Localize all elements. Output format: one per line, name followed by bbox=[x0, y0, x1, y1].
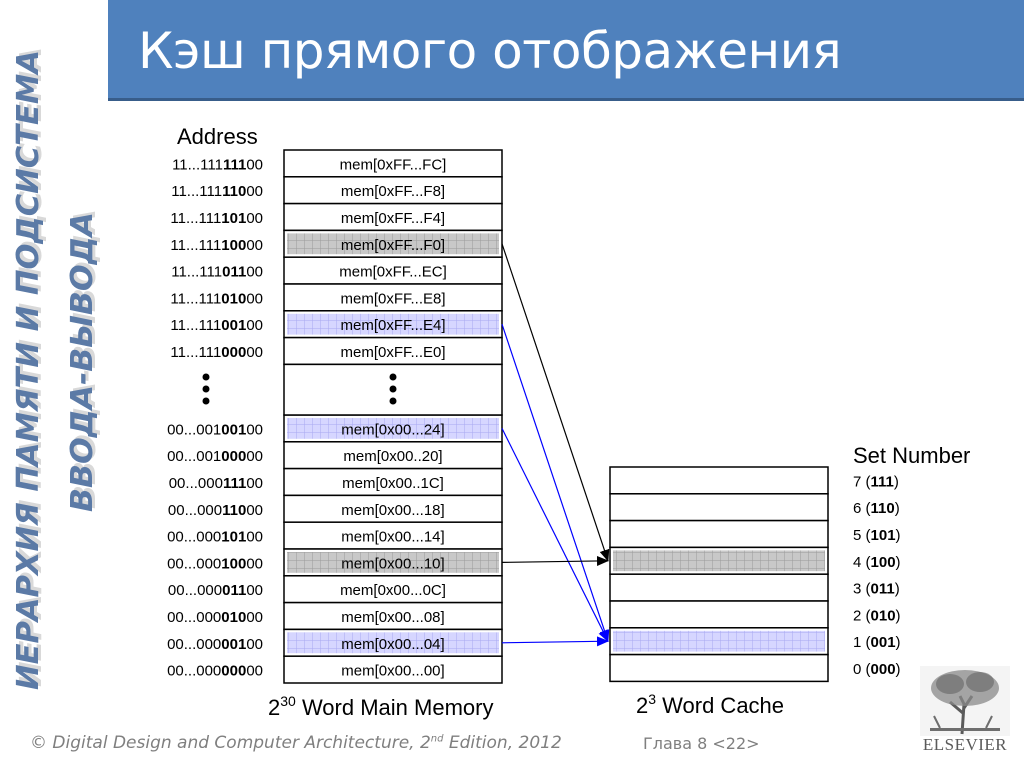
cache-caption: 23 Word Cache bbox=[636, 691, 784, 718]
memory-cell-label: mem[0x00..1C] bbox=[342, 475, 444, 492]
memory-address: 00...00000000 bbox=[167, 663, 263, 680]
memory-address: 11...11110100 bbox=[170, 210, 263, 227]
set-number-label: 0 (000) bbox=[853, 661, 901, 678]
mapping-arrow bbox=[501, 324, 610, 643]
publisher-name: ELSEVIER bbox=[922, 735, 1008, 754]
sidebar-line1: ИЕРАРХИЯ ПАМЯТИ И ПОДСИСТЕМА bbox=[11, 50, 46, 690]
set-number-header: Set Number bbox=[853, 443, 970, 468]
sidebar-line2-shadow: ВВОДА-ВЫВОДА bbox=[68, 209, 103, 509]
mapping-arrows bbox=[501, 243, 610, 647]
memory-cell-label: mem[0x00...24] bbox=[341, 421, 444, 438]
sidebar-vertical-title: ИЕРАРХИЯ ПАМЯТИ И ПОДСИСТЕМА ИЕРАРХИЯ ПА… bbox=[0, 0, 108, 700]
memory-cell-label: mem[0xFF...F4] bbox=[341, 210, 445, 227]
main-memory: mem[0xFF...FC] 11...11111100 mem[0xFF...F8… bbox=[167, 149, 503, 684]
memory-address: 11...11110000 bbox=[170, 237, 263, 254]
memory-cell bbox=[283, 256, 503, 285]
mapping-arrow bbox=[501, 555, 609, 566]
memory-cell bbox=[283, 655, 503, 684]
memory-cell-highlight bbox=[287, 418, 499, 439]
memory-address: 00...00001100 bbox=[168, 582, 263, 599]
memory-cell bbox=[283, 149, 503, 178]
memory-address: 00...00010100 bbox=[167, 529, 263, 546]
sidebar-line1-shadow: ИЕРАРХИЯ ПАМЯТИ И ПОДСИСТЕМА bbox=[14, 47, 49, 687]
memory-address: 11...11111100 bbox=[172, 156, 263, 173]
memory-address: 00...00011100 bbox=[169, 475, 263, 492]
ellipsis-dot bbox=[202, 385, 210, 393]
memory-cell-label: mem[0x00...08] bbox=[341, 609, 444, 626]
set-number-label: 7 (111) bbox=[853, 473, 899, 490]
memory-cell-label: mem[0xFF...EC] bbox=[339, 264, 447, 281]
memory-address: 11...11101000 bbox=[170, 290, 263, 307]
ellipsis-dot bbox=[389, 385, 397, 393]
cache: 7 (111) 6 (110) 5 (101) 4 (100) 3 (011) 2 (01… bbox=[609, 466, 901, 683]
memory-cell-label: mem[0xFF...E4] bbox=[340, 317, 445, 334]
memory-cell-highlight bbox=[287, 313, 499, 335]
ellipsis-dot bbox=[389, 397, 397, 405]
memory-cell bbox=[283, 494, 503, 523]
memory-address: 11...11101100 bbox=[171, 264, 263, 281]
set-number-label: 1 (001) bbox=[853, 634, 901, 651]
memory-address: 00...00100000 bbox=[167, 448, 263, 465]
sidebar-line2: ВВОДА-ВЫВОДА bbox=[65, 212, 100, 512]
cache-set-cell bbox=[609, 600, 829, 629]
memory-cell bbox=[283, 521, 503, 550]
set-number-label: 2 (010) bbox=[853, 607, 901, 624]
memory-cell-highlight bbox=[287, 233, 499, 255]
cache-set-highlight bbox=[613, 630, 825, 652]
memory-cell bbox=[283, 601, 503, 631]
chapter-page-number: Глава 8 <22> bbox=[643, 734, 760, 753]
set-number-label: 4 (100) bbox=[853, 554, 901, 571]
memory-cell-label: mem[0x00...10] bbox=[341, 555, 444, 572]
memory-cell-highlight bbox=[287, 632, 499, 654]
cache-set-cell bbox=[609, 573, 829, 602]
memory-cell-label: mem[0xFF...F8] bbox=[341, 183, 445, 200]
memory-address: 00...00100100 bbox=[167, 421, 263, 438]
memory-cell-highlight bbox=[287, 552, 499, 573]
slide-title: Кэш прямого отображения bbox=[138, 22, 842, 80]
memory-address: 00...00011000 bbox=[168, 502, 263, 519]
memory-address: 11...11111000 bbox=[171, 183, 263, 200]
memory-cell-label: mem[0x00...18] bbox=[341, 502, 444, 519]
ellipsis-dot bbox=[389, 373, 397, 381]
mapping-arrow bbox=[501, 428, 609, 643]
address-header: Address bbox=[177, 124, 258, 149]
set-number-label: 5 (101) bbox=[853, 527, 901, 544]
memory-cell-label: mem[0x00...14] bbox=[341, 529, 444, 546]
memory-cell bbox=[283, 176, 503, 205]
cache-set-cell bbox=[609, 519, 829, 549]
mapping-arrow bbox=[501, 243, 610, 562]
memory-cell bbox=[283, 441, 503, 470]
cache-set-highlight bbox=[613, 550, 825, 572]
memory-cell-label: mem[0x00...0C] bbox=[340, 582, 446, 599]
memory-cell-label: mem[0xFF...E0] bbox=[340, 344, 445, 361]
title-bar: Кэш прямого отображения bbox=[108, 0, 1024, 101]
memory-cell bbox=[283, 467, 503, 497]
ellipsis-dot bbox=[202, 373, 210, 381]
memory-address: 00...00000100 bbox=[167, 636, 263, 653]
memory-cell-label: mem[0xFF...E8] bbox=[340, 290, 445, 307]
main-memory-caption: 230 Word Main Memory bbox=[268, 693, 493, 720]
memory-cell-label: mem[0x00...00] bbox=[341, 663, 444, 680]
cache-set-cell bbox=[609, 493, 829, 522]
ellipsis-dot bbox=[202, 397, 210, 405]
memory-cell-label: mem[0x00...04] bbox=[341, 636, 444, 653]
mapping-arrow bbox=[501, 636, 609, 647]
memory-address: 00...00010000 bbox=[167, 555, 263, 572]
memory-cell bbox=[283, 202, 503, 232]
copyright-footer: © Digital Design and Computer Architectu… bbox=[30, 733, 562, 753]
memory-cell-label: mem[0xFF...F0] bbox=[341, 237, 445, 254]
memory-cell-label: mem[0xFF...FC] bbox=[340, 156, 447, 173]
set-number-label: 3 (011) bbox=[853, 581, 900, 598]
memory-address: 00...00001000 bbox=[167, 609, 263, 626]
cache-set-cell bbox=[609, 466, 829, 495]
elsevier-tree-logo bbox=[920, 666, 1010, 761]
memory-address: 11...11100000 bbox=[170, 344, 263, 361]
cache-set-cell bbox=[609, 653, 829, 683]
memory-cell-label: mem[0x00..20] bbox=[343, 448, 442, 465]
set-number-label: 6 (110) bbox=[853, 500, 900, 517]
memory-address: 11...11100100 bbox=[170, 317, 263, 334]
